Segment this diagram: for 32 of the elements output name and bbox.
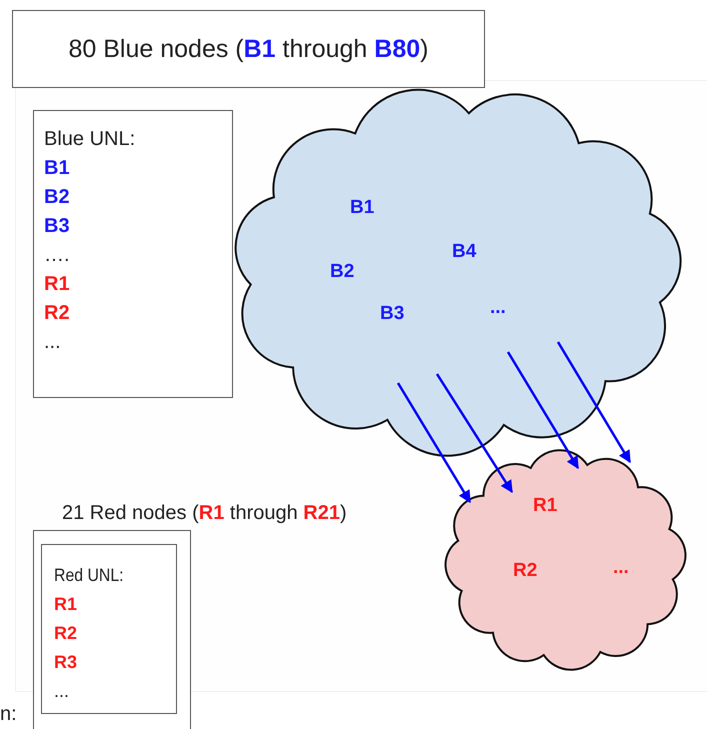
- node-name: B4: [452, 241, 476, 263]
- node-name: R2: [513, 560, 538, 582]
- list-item: B2: [44, 185, 70, 210]
- arrow: [556, 341, 632, 464]
- list-item: B3: [44, 214, 70, 239]
- node-name: R1: [533, 495, 558, 517]
- list-item: ...: [54, 680, 70, 703]
- node-name: B1: [350, 197, 374, 219]
- list-heading: Red UNL:: [54, 564, 124, 587]
- list-item: B1: [44, 156, 70, 181]
- list-item: R3: [54, 651, 78, 674]
- list-item: R2: [44, 301, 70, 326]
- node-name: ...: [613, 557, 629, 579]
- list-item: ….: [44, 243, 70, 268]
- caption-text: n:: [0, 703, 17, 726]
- node-name: ...: [490, 297, 506, 319]
- list-item: R1: [44, 272, 70, 297]
- list-box: [41, 544, 177, 714]
- arrow: [506, 351, 580, 470]
- list-heading: Blue UNL:: [44, 127, 136, 152]
- arrow: [396, 382, 472, 504]
- list-box: [33, 110, 233, 398]
- frame-box: [33, 530, 191, 729]
- node-name: B3: [380, 303, 404, 325]
- node-name: B2: [330, 261, 354, 283]
- list-item: R1: [54, 593, 78, 616]
- list-item: ...: [44, 330, 61, 355]
- title-box: [12, 10, 485, 88]
- arrow: [436, 373, 514, 494]
- title-text: 80 Blue nodes (B1 through B80): [68, 34, 428, 64]
- caption-text: 21 Red nodes (R1 through R21): [62, 502, 347, 525]
- list-item: R2: [54, 622, 78, 645]
